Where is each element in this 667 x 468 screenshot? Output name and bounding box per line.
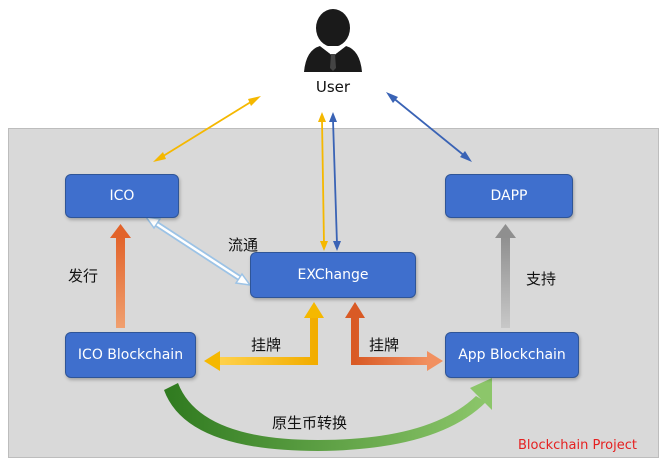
arrow-user-ico <box>153 96 261 162</box>
user-label: User <box>315 78 351 96</box>
arrow-user-exchange <box>318 112 341 251</box>
edge-label-support: 支持 <box>526 270 557 288</box>
edge-label-list-left: 挂牌 <box>251 336 282 354</box>
edge-label-circulate: 流通 <box>228 236 259 254</box>
node-ico[interactable]: ICO <box>65 174 179 218</box>
edge-label-list-right: 挂牌 <box>369 336 400 354</box>
arrow-native-conversion <box>164 378 492 451</box>
node-dapp[interactable]: DAPP <box>445 174 573 218</box>
node-exchange[interactable]: EXChange <box>250 252 416 298</box>
arrow-user-dapp <box>386 92 472 162</box>
arrow-ico-chain-exchange <box>204 302 324 371</box>
arrow-app-chain-to-dapp <box>495 224 516 328</box>
arrow-exchange-app-chain <box>345 302 443 371</box>
watermark: Blockchain Project <box>518 438 637 453</box>
edge-label-issue: 发行 <box>68 267 99 285</box>
node-app-blockchain[interactable]: App Blockchain <box>445 332 579 378</box>
edge-label-native-conversion: 原生币转换 <box>272 414 348 432</box>
arrow-ico-exchange <box>144 216 252 286</box>
user-silhouette-icon <box>304 9 362 72</box>
arrow-ico-chain-to-ico <box>110 224 131 328</box>
node-ico-blockchain[interactable]: ICO Blockchain <box>65 332 196 378</box>
